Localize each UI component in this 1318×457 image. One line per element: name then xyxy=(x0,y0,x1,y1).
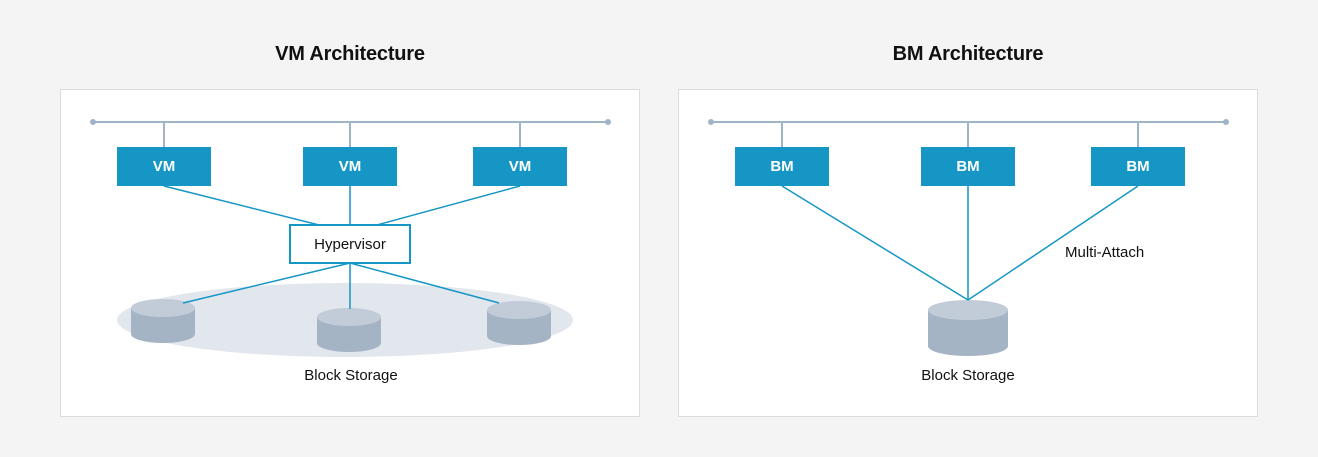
disk-icon xyxy=(131,299,195,343)
vm-architecture-panel: VM Architecture xyxy=(60,0,640,457)
multi-attach-line xyxy=(967,185,1139,301)
vm-node: VM xyxy=(303,147,397,186)
disk-icon xyxy=(317,308,381,352)
bm-node: BM xyxy=(1091,147,1185,186)
hypervisor-to-disk-line xyxy=(349,262,500,304)
bm-node: BM xyxy=(921,147,1015,186)
vm-architecture-title: VM Architecture xyxy=(275,43,425,65)
bm-node: BM xyxy=(735,147,829,186)
vm-to-hypervisor-line xyxy=(376,185,521,226)
bm-connections xyxy=(708,119,1229,356)
multi-attach-line xyxy=(781,185,969,301)
bus-end-dot xyxy=(708,119,714,125)
vm-connections xyxy=(90,119,611,357)
block-storage-label: Block Storage xyxy=(304,367,398,384)
bus-end-dot xyxy=(90,119,96,125)
bus-end-dot xyxy=(605,119,611,125)
bm-architecture-diagram: BM BM BM Multi-Attach Block Storage xyxy=(678,89,1258,417)
bm-architecture-title: BM Architecture xyxy=(892,43,1044,65)
vm-node: VM xyxy=(473,147,567,186)
bm-architecture-panel: BM Architecture BM BM BM Multi-Att xyxy=(678,0,1258,457)
hypervisor-to-disk-line xyxy=(182,262,351,304)
vm-node: VM xyxy=(117,147,211,186)
hypervisor-box: Hypervisor xyxy=(289,224,411,264)
vm-to-hypervisor-line xyxy=(163,185,320,226)
disk-icon xyxy=(928,300,1008,356)
vm-architecture-diagram: VM VM VM Hypervisor Block Storage xyxy=(60,89,640,417)
bus-end-dot xyxy=(1223,119,1229,125)
multi-attach-label: Multi-Attach xyxy=(1065,244,1145,261)
block-storage-label: Block Storage xyxy=(921,367,1015,384)
disk-icon xyxy=(487,301,551,345)
